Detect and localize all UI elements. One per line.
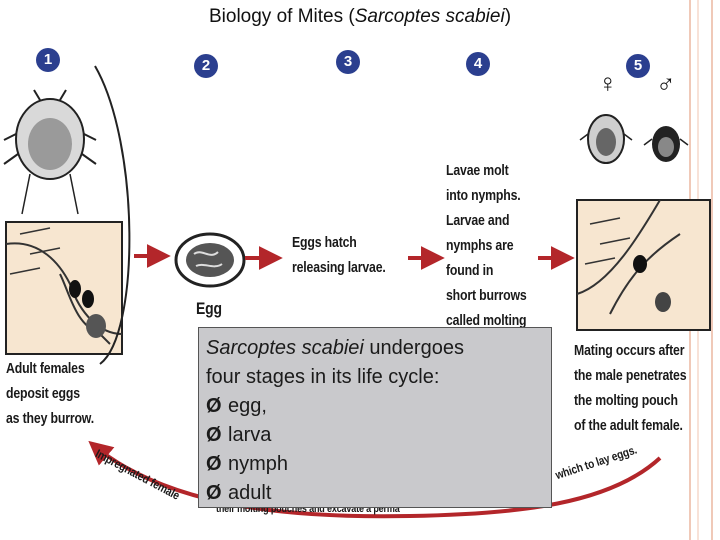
adult-females-label: Adult females deposit eggs as they burro…: [6, 356, 94, 431]
label-line: Lavae molt: [446, 162, 509, 179]
label-line: Adult females: [6, 360, 85, 377]
label-line: the molting pouch: [574, 392, 678, 409]
egg-label: Egg: [196, 296, 222, 321]
caption-line-1: Sarcoptes scabiei undergoes: [206, 334, 551, 363]
female-and-male-mites: [579, 114, 689, 164]
bullet-arrow-icon: Ø: [206, 395, 222, 417]
step-number-5: 5: [626, 54, 650, 78]
diagram-artwork: [3, 65, 711, 519]
step-number-3: 3: [336, 50, 360, 74]
label-line: the male penetrates: [574, 367, 687, 384]
label-line: Larvae and: [446, 212, 510, 229]
title-prefix: Biology of Mites (: [208, 6, 355, 27]
label-line: called molting: [446, 312, 527, 329]
label-line: nymphs are: [446, 237, 514, 254]
label-line: short burrows: [446, 287, 527, 304]
bullet-arrow-icon: Ø: [206, 482, 222, 504]
step-number-4: 4: [466, 52, 490, 76]
male-symbol: ♂: [656, 68, 676, 98]
title-suffix: ): [504, 6, 512, 27]
adult-female-mite-illustration: [3, 89, 97, 215]
return-curve-arrow: [88, 440, 662, 519]
caption-text: undergoes: [363, 337, 464, 359]
life-cycle-caption-box: Sarcoptes scabiei undergoes four stages …: [198, 327, 552, 508]
stage-label: nymph: [228, 453, 289, 475]
label-line: into nymphs.: [446, 187, 521, 204]
egg-label-text: Egg: [196, 299, 222, 318]
step-number-1: 1: [36, 48, 60, 72]
stage-label: egg,: [228, 395, 267, 417]
caption-line-2: four stages in its life cycle:: [206, 366, 440, 388]
skin-burrow-panel-right: [576, 199, 711, 331]
label-line: Eggs hatch: [292, 234, 357, 251]
slide-title: Biology of Mites (Sarcoptes scabiei): [0, 6, 720, 28]
label-line: as they burrow.: [6, 410, 94, 427]
stage-label: adult: [228, 482, 272, 504]
female-symbol: ♀: [598, 68, 618, 98]
label-line: releasing larvae.: [292, 259, 386, 276]
title-species: Sarcoptes scabiei: [354, 6, 505, 27]
mating-label: Mating occurs after the male penetrates …: [574, 338, 687, 438]
bullet-arrow-icon: Ø: [206, 453, 222, 475]
egg-illustration: [174, 232, 246, 288]
caption-species: Sarcoptes scabiei: [206, 337, 364, 359]
skin-burrow-panel-left: [5, 221, 123, 355]
life-cycle-diagram: 1 2 3 4 5 ♀ ♂ Egg Eggs hatch releasing l…: [0, 34, 720, 540]
label-line: deposit eggs: [6, 385, 80, 402]
larvae-molt-label: Lavae molt into nymphs. Larvae and nymph…: [446, 158, 527, 333]
label-line: Mating occurs after: [574, 342, 685, 359]
stage-label: larva: [228, 424, 272, 446]
bullet-arrow-icon: Ø: [206, 424, 222, 446]
label-line: of the adult female.: [574, 417, 683, 434]
eggs-hatch-label: Eggs hatch releasing larvae.: [292, 230, 386, 280]
step-number-2: 2: [194, 54, 218, 78]
label-line: found in: [446, 262, 494, 279]
